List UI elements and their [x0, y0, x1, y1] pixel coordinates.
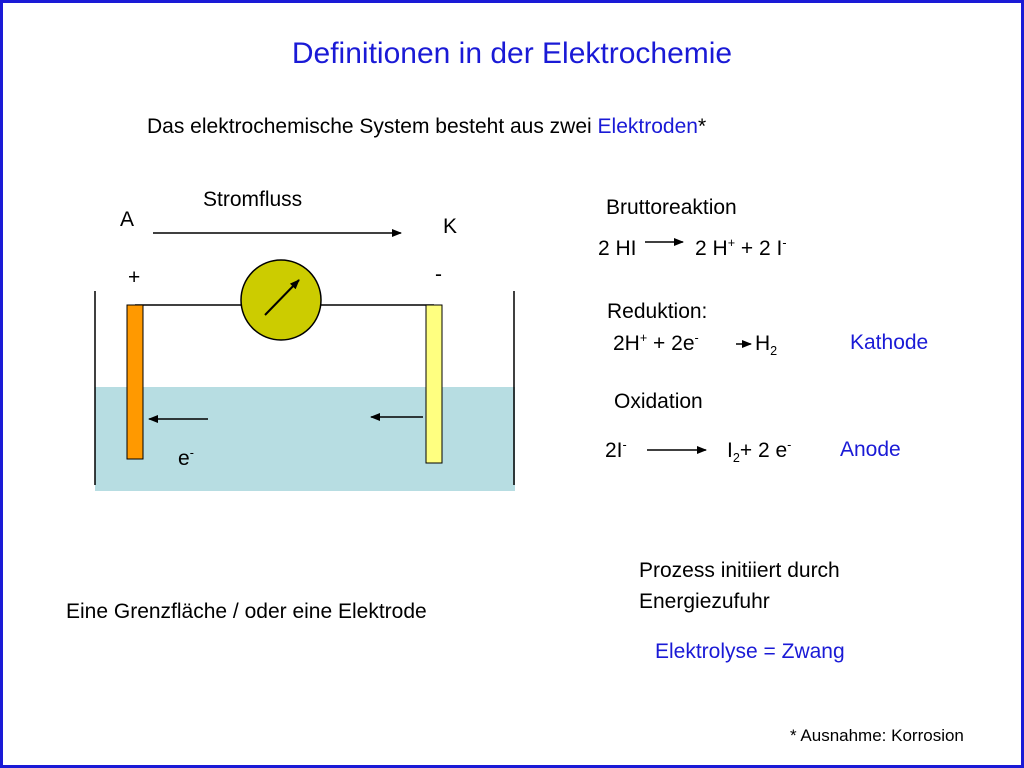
reduction-left: 2H+ + 2e-	[613, 331, 699, 355]
electrolysis-conclusion: Elektrolyse = Zwang	[655, 640, 845, 663]
electrolyte	[95, 387, 515, 491]
process-line-2: Energiezufuhr	[639, 590, 770, 613]
reduction-product: H2	[755, 332, 777, 357]
oxidation-product: I2+ 2 e-	[727, 438, 792, 465]
reduction-left-b: + 2e	[647, 332, 695, 355]
oxidation-product-rest: + 2 e	[739, 439, 788, 462]
oxidation-product-rest-sup: -	[787, 438, 792, 452]
oxidation-left: 2I-	[605, 438, 627, 462]
electrochemical-cell-diagram	[94, 229, 752, 491]
anode-label: Anode	[840, 438, 901, 461]
anode-electrode	[126, 304, 144, 460]
subtitle-prefix: Das elektrochemische System besteht aus …	[147, 115, 598, 138]
cell-caption: Eine Grenzfläche / oder eine Elektrode	[66, 600, 427, 623]
oxidation-product-symbol: I	[727, 439, 733, 462]
gross-reaction-right: 2 H+ + 2 I-	[695, 236, 787, 260]
gross-reaction-left: 2 HI	[598, 237, 637, 260]
electron-label: e-	[178, 446, 194, 470]
electron-charge: -	[189, 446, 194, 460]
reduction-product-symbol: H	[755, 332, 771, 355]
oxidation-left-sup: -	[622, 438, 627, 452]
ammeter	[240, 259, 322, 341]
electron-symbol: e	[178, 447, 190, 470]
process-line-1: Prozess initiiert durch	[639, 559, 840, 582]
ammeter-needle-icon	[264, 279, 300, 316]
current-flow-label: Stromfluss	[203, 188, 303, 211]
subtitle-suffix: *	[697, 115, 707, 138]
plus-sign: +	[128, 266, 141, 289]
gross-right-b-sup: -	[782, 236, 787, 250]
reduction-left-a: 2H	[613, 332, 640, 355]
reduction-left-b-sup: -	[694, 331, 699, 345]
gross-right-a-sup: +	[727, 236, 736, 250]
gross-reaction-heading: Bruttoreaktion	[606, 196, 737, 219]
anode-letter: A	[120, 208, 135, 231]
slide-subtitle: Das elektrochemische System besteht aus …	[147, 116, 706, 137]
cathode-electrode	[425, 304, 443, 464]
reduction-left-a-sup: +	[639, 331, 648, 345]
subtitle-highlight: Elektroden	[597, 115, 698, 138]
kathode-label: Kathode	[850, 331, 929, 354]
slide-title: Definitionen in der Elektrochemie	[291, 37, 733, 70]
reduction-product-sub: 2	[770, 344, 778, 359]
minus-sign: -	[435, 263, 442, 286]
cathode-letter: K	[443, 215, 458, 238]
oxidation-heading: Oxidation	[614, 390, 703, 413]
gross-right-a: 2 H	[695, 237, 728, 260]
oxidation-product-sub: 2	[732, 451, 740, 466]
gross-right-b: + 2 I	[735, 237, 783, 260]
oxidation-left-symbol: 2I	[605, 439, 623, 462]
reduction-heading: Reduktion:	[607, 300, 708, 323]
footnote: * Ausnahme: Korrosion	[790, 726, 964, 745]
